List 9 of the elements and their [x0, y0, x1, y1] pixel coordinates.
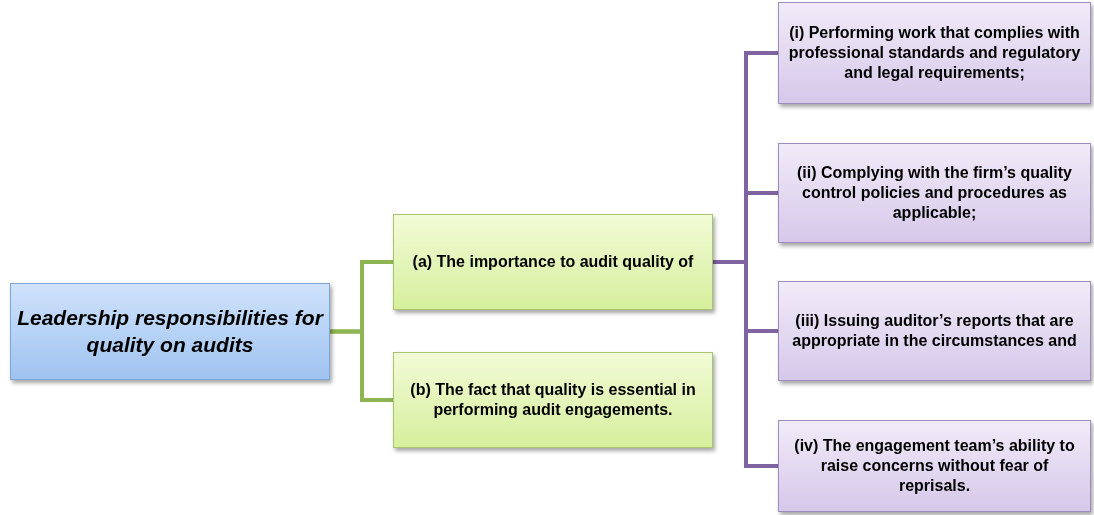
detail-box: (iii) Issuing auditor’s reports that are appropriate in the circumstances and	[778, 281, 1091, 381]
detail-box: (iv) The engagement team’s ability to raise concerns without fear of reprisals.	[778, 420, 1091, 512]
connector-line	[713, 260, 778, 468]
detail-box: (i) Performing work that complies with professional standards and regulatory and legal requirements;	[778, 2, 1091, 104]
detail-box: (ii) Complying with the firm’s quality control policies and procedures as applicable;	[778, 143, 1091, 243]
topic-box: Leadership responsibilities for quality on audits	[10, 283, 330, 380]
connector-line	[330, 329, 393, 402]
subtopic-box: (a) The importance to audit quality of	[393, 214, 713, 310]
subtopic-box: (b) The fact that quality is essential in performing audit engagements.	[393, 352, 713, 448]
